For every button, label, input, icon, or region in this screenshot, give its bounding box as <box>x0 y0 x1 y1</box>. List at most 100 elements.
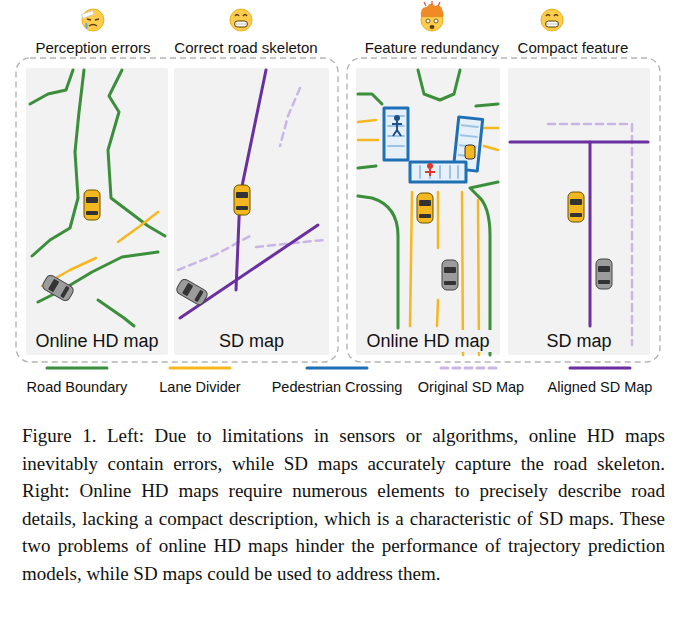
ego-car <box>570 199 582 205</box>
emoji-sad <box>81 11 94 19</box>
ego-car <box>570 213 582 217</box>
legend-entry: Aligned SD Map <box>548 364 653 396</box>
pedestrian-icon <box>394 115 400 121</box>
lane-divider <box>410 192 412 326</box>
pedestrian-crossing <box>410 162 466 182</box>
legend-line <box>570 367 630 370</box>
ego-car <box>417 193 433 223</box>
legend-line-sample <box>45 364 109 372</box>
ego-car <box>84 190 100 220</box>
ego-car <box>419 214 431 218</box>
emoji-sad <box>82 9 104 31</box>
pedestrian-crossing <box>410 162 466 182</box>
legend-entry: Pedestrian Crossing <box>272 364 403 396</box>
legend-entry: Original SD Map <box>418 364 524 396</box>
legend-entry: Road Boundary <box>27 364 128 396</box>
other-car <box>598 280 610 284</box>
emoji-sad <box>85 22 88 29</box>
original-sd-line <box>280 88 300 146</box>
panel-label: SD map <box>216 330 287 352</box>
ego-car <box>236 192 248 198</box>
ego-car <box>568 192 584 222</box>
emoji-grin <box>541 9 563 31</box>
road-boundary <box>38 252 158 302</box>
aligned-sd-line <box>510 141 648 144</box>
road-boundary <box>108 70 165 236</box>
map-panel: SD map <box>174 68 329 355</box>
small-car-icon <box>465 145 475 159</box>
road-boundary <box>30 70 73 104</box>
other-car <box>444 281 456 285</box>
other-car <box>596 259 612 289</box>
road-boundary <box>358 166 376 168</box>
legend-line-sample <box>168 364 232 372</box>
ego-car <box>419 200 431 206</box>
emoji-exploding <box>421 4 444 17</box>
pedestrian-icon <box>392 115 402 136</box>
legend-line <box>47 367 107 370</box>
other-car <box>175 278 209 307</box>
road-boundary <box>98 300 134 326</box>
emoji-exploding <box>434 19 438 23</box>
other-car <box>41 274 75 303</box>
figure-caption: Figure 1. Left: Due to limitations in se… <box>22 422 665 588</box>
legend-line-sample <box>305 364 369 372</box>
panel-label: SD map <box>543 330 614 352</box>
aligned-sd-line <box>236 70 266 290</box>
emoji-grin <box>235 21 248 27</box>
panel-ground <box>26 68 168 355</box>
group-outline <box>347 58 660 362</box>
legend-entry: Lane Divider <box>159 364 240 396</box>
ego-car <box>234 185 250 215</box>
legend-label: Lane Divider <box>159 378 240 396</box>
road-boundary <box>358 196 398 328</box>
panel-heading: Feature redundancy <box>365 39 499 57</box>
panel-label: Online HD map <box>32 330 161 352</box>
emoji-grin <box>546 24 559 25</box>
other-car <box>60 286 69 298</box>
road-boundary <box>418 70 460 100</box>
legend-line <box>170 367 230 370</box>
ego-car <box>86 197 98 203</box>
emoji-exploding <box>430 25 435 29</box>
ego-car <box>236 206 248 210</box>
small-car-icon <box>465 145 475 159</box>
sd-map-skeleton <box>178 70 324 318</box>
emoji-grin <box>541 9 563 31</box>
legend-label: Road Boundary <box>27 378 128 396</box>
pedestrian-icon <box>427 163 433 169</box>
emoji-grin <box>230 9 252 31</box>
other-car <box>442 260 458 290</box>
map-panel: Online HD map <box>26 68 168 355</box>
other-car <box>175 278 209 307</box>
emoji-exploding <box>426 19 430 23</box>
lane-divider <box>118 212 158 242</box>
pedestrian-crossing <box>388 116 404 146</box>
road-boundary <box>476 104 498 106</box>
pedestrian-crossing <box>384 108 408 160</box>
emoji-grin <box>235 15 247 17</box>
pedestrian-icon <box>425 169 435 176</box>
other-car <box>444 267 456 273</box>
legend-label: Original SD Map <box>418 378 524 396</box>
panel-ground <box>356 68 500 355</box>
ego-car <box>568 192 584 222</box>
emoji-grin <box>546 21 559 27</box>
emoji-sad <box>81 9 104 31</box>
map-panel: SD map <box>508 68 650 355</box>
panel-heading: Compact feature <box>518 39 629 57</box>
lane-divider <box>437 192 438 326</box>
legend-line <box>441 367 501 370</box>
pedestrian-icon <box>392 121 402 136</box>
ego-car <box>84 190 100 220</box>
emoji-exploding <box>421 1 444 31</box>
aligned-sd-line <box>589 142 592 326</box>
panel-heading: Perception errors <box>35 39 150 57</box>
panel-label: Online HD map <box>363 330 492 352</box>
panel-ground <box>508 68 650 355</box>
hd-map-redundant <box>358 70 498 355</box>
group-outline <box>16 58 338 362</box>
legend-line-sample <box>439 364 503 372</box>
panel-heading: Correct road skeleton <box>174 39 317 57</box>
